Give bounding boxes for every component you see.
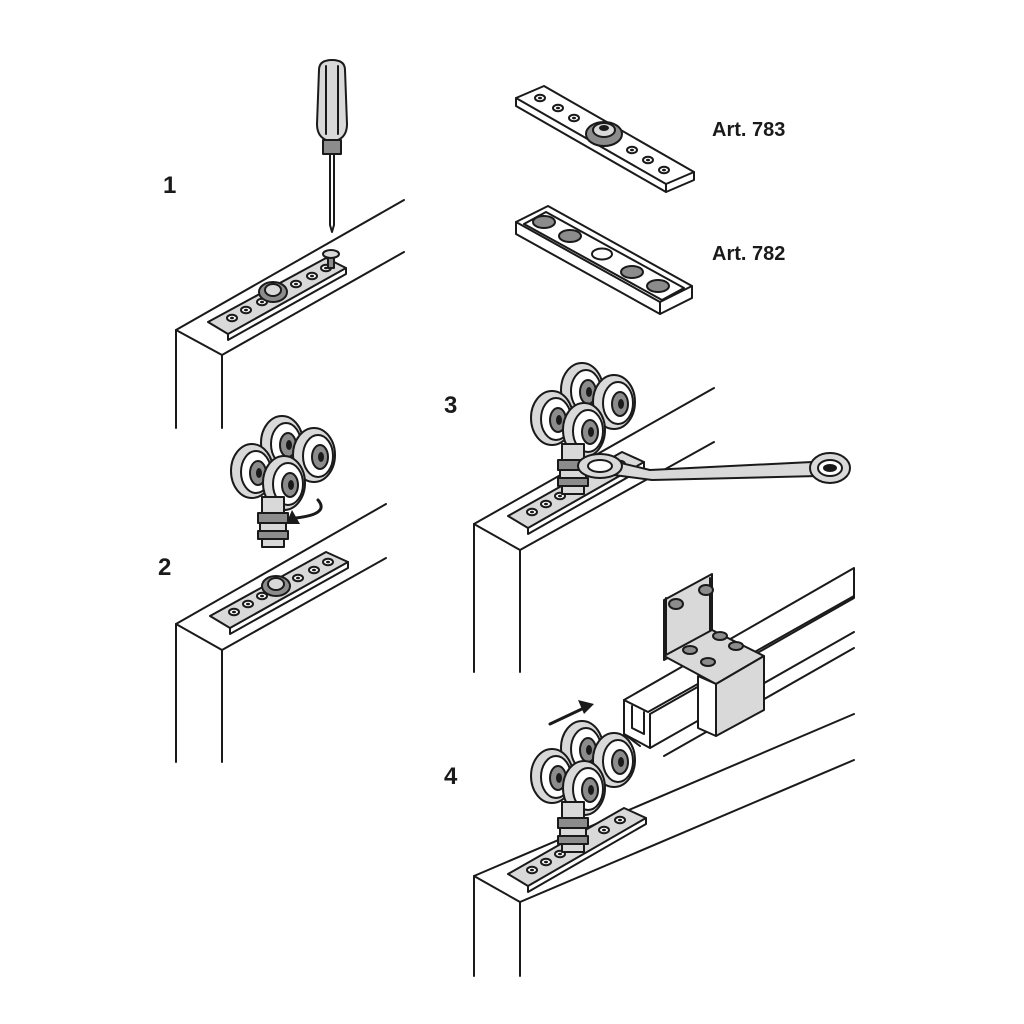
part-art-783: Art. 783 xyxy=(515,85,785,193)
step-number-1: 1 xyxy=(163,172,176,199)
part-label-783: Art. 783 xyxy=(712,119,785,141)
door-1 xyxy=(175,199,405,429)
insert-arrow-icon xyxy=(548,700,594,726)
part-art-782: Art. 782 xyxy=(515,205,785,315)
step-number-4: 4 xyxy=(444,763,458,790)
screwdriver-icon xyxy=(316,59,348,233)
step-number-3: 3 xyxy=(444,392,457,419)
door-2 xyxy=(175,503,387,763)
door-4 xyxy=(473,713,855,977)
step-4-group: 4 xyxy=(444,567,855,977)
trolley-2 xyxy=(231,416,335,547)
mounting-plate-1 xyxy=(207,249,347,341)
rotate-arrow-icon xyxy=(286,498,323,524)
step-number-2: 2 xyxy=(158,554,171,581)
wrench-icon xyxy=(577,452,851,484)
step-3-group: 3 xyxy=(444,363,851,673)
ceiling-bracket xyxy=(663,573,765,737)
step-1-group: 1 xyxy=(163,59,405,429)
mounting-plate-2 xyxy=(209,551,349,635)
step-2-group: 2 xyxy=(158,416,387,763)
part-label-782: Art. 782 xyxy=(712,243,785,265)
